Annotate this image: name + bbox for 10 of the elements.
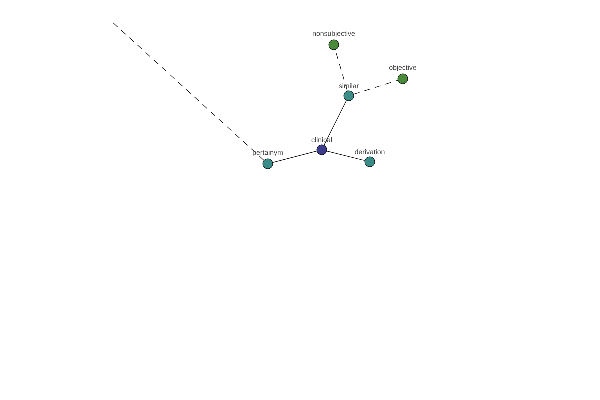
graph-node <box>328 40 340 50</box>
graph-node <box>344 90 354 102</box>
connector <box>272 151 318 163</box>
connector <box>354 80 398 95</box>
graph-node <box>262 158 274 170</box>
graph-node <box>398 74 408 84</box>
connector <box>324 100 347 146</box>
graph-node <box>364 156 376 168</box>
connector <box>326 150 366 162</box>
graph-node <box>316 144 328 156</box>
